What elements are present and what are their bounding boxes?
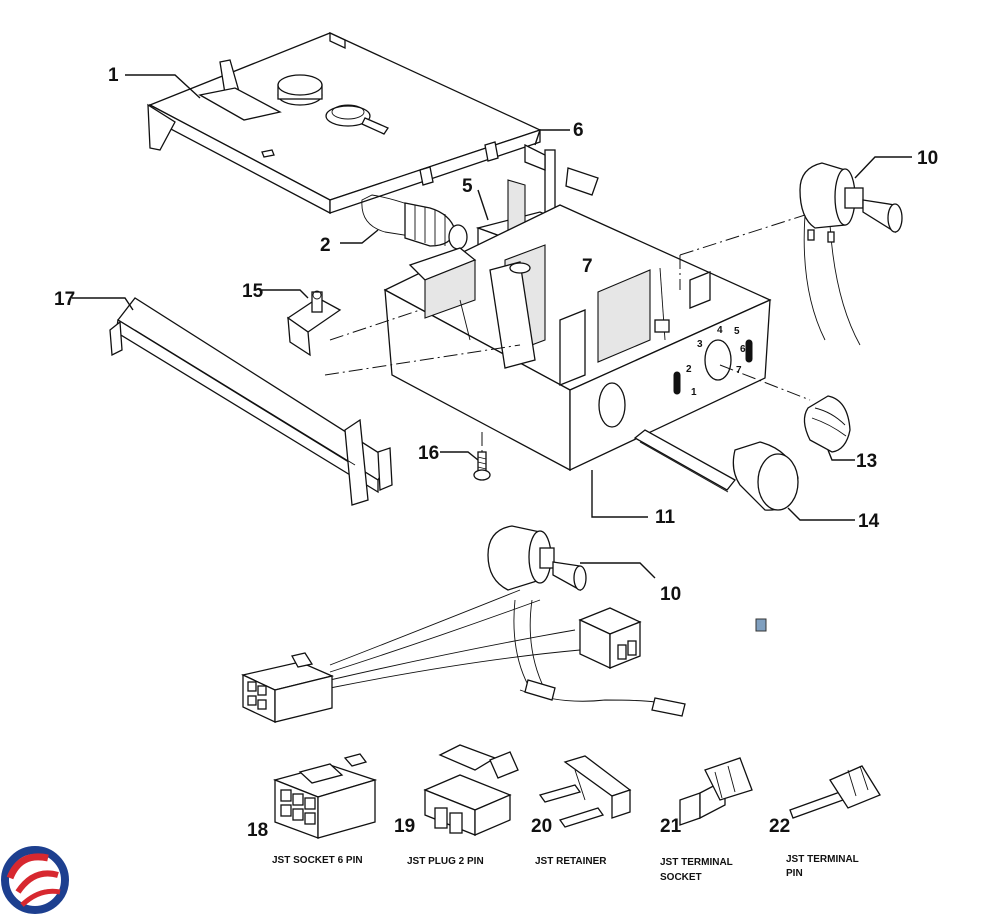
part-13-knob [803, 395, 851, 453]
caption-22-line1: JST TERMINAL [786, 854, 859, 865]
callout-6: 6 [573, 120, 584, 141]
dial-mark-3: 3 [697, 339, 703, 350]
leader-lines [72, 74, 912, 579]
caption-21-line2: SOCKET [660, 872, 702, 883]
marker-square [755, 618, 767, 632]
callout-14: 14 [858, 511, 880, 532]
dial-mark-5: 5 [734, 326, 740, 337]
assembly-lines [324, 214, 811, 401]
part-10-harness [241, 525, 686, 724]
dial-mark-7: 7 [736, 365, 742, 376]
callout-13: 13 [856, 451, 877, 472]
part-21-terminal-socket [679, 757, 753, 826]
dial-mark-4: 4 [717, 325, 723, 336]
dial-mark-1: 1 [691, 387, 697, 398]
part-20-retainer [538, 755, 632, 828]
caption-20: JST RETAINER [535, 856, 607, 867]
callout-16: 16 [418, 443, 439, 464]
callout-18: 18 [247, 820, 268, 841]
callout-17: 17 [54, 289, 75, 310]
caption-19: JST PLUG 2 PIN [407, 856, 484, 867]
callout-1: 1 [108, 65, 119, 86]
part-captions: JST SOCKET 6 PIN JST PLUG 2 PIN JST RETA… [272, 854, 859, 883]
callout-10-bottom: 10 [660, 584, 681, 605]
callout-22: 22 [769, 816, 790, 837]
dial-mark-2: 2 [686, 364, 692, 375]
callout-labels: 1 2 5 6 7 10 17 15 16 13 11 14 10 18 19 … [54, 65, 938, 841]
brand-logo [1, 846, 69, 914]
part-2-lamp [361, 194, 468, 250]
part-22-terminal-pin [789, 765, 881, 819]
dial-mark-6: 6 [740, 344, 746, 355]
callout-7: 7 [582, 256, 593, 277]
callout-19: 19 [394, 816, 415, 837]
part-15-clip [286, 290, 342, 357]
part-10-potentiometer-top [799, 162, 903, 346]
part-18-socket-6pin [272, 753, 378, 839]
part-16-screw [473, 432, 491, 481]
callout-11: 11 [655, 507, 676, 528]
callout-10-top: 10 [917, 148, 938, 169]
part-1-cover [147, 31, 542, 215]
callout-21: 21 [660, 816, 682, 837]
part-14-cap [633, 429, 799, 511]
caption-21-line1: JST TERMINAL [660, 857, 733, 868]
callout-5: 5 [462, 176, 473, 197]
part-19-plug-2pin [423, 744, 519, 836]
caption-22-line2: PIN [786, 868, 803, 879]
part-11-housing: 1 2 3 4 5 6 7 [383, 204, 772, 472]
part-17-rail [109, 297, 393, 506]
callout-20: 20 [531, 816, 552, 837]
callout-2: 2 [320, 235, 331, 256]
callout-15: 15 [242, 281, 264, 302]
caption-18: JST SOCKET 6 PIN [272, 855, 363, 866]
